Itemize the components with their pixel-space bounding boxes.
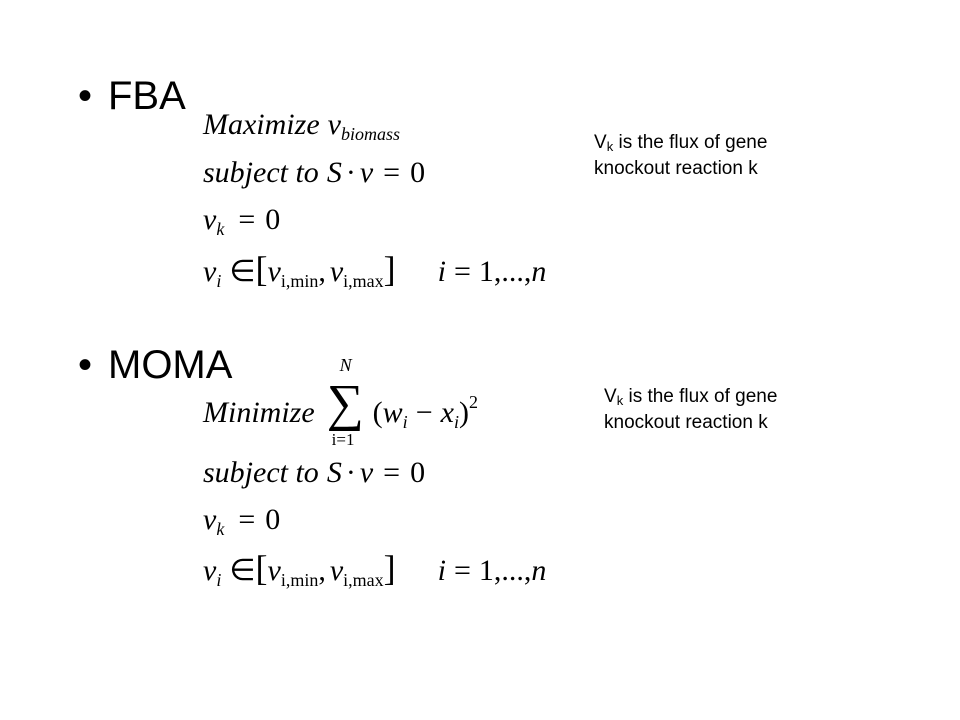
- fba-objective-verb: Maximize: [203, 108, 320, 141]
- moma-w: w: [382, 396, 403, 429]
- moma-bounds-lo-sub: i,min: [280, 570, 319, 590]
- fba-knockout-eq: =: [238, 203, 256, 236]
- fba-mass-eq: =: [383, 156, 401, 189]
- moma-power: 2: [468, 392, 478, 412]
- moma-bounds-in: ∈: [229, 554, 256, 587]
- bullet-fba-label: FBA: [108, 74, 186, 118]
- fba-bounds-index-eq: =: [454, 255, 471, 288]
- moma-w-sub: i: [402, 412, 408, 432]
- moma-close-paren: ): [458, 396, 469, 429]
- moma-knockout-zero: 0: [265, 503, 281, 536]
- fba-bounds-index-range: 1,...,: [478, 255, 532, 288]
- fba-knockout-zero: 0: [265, 203, 281, 236]
- note-moma-line1: Vk is the flux of gene: [604, 384, 777, 410]
- fba-bounds-index-var: i: [437, 255, 446, 288]
- moma-bounds-close: ]: [383, 548, 396, 588]
- moma-constraint-knockout: vk = 0: [203, 503, 281, 539]
- fba-mass-dot: ·: [345, 156, 356, 189]
- moma-mass-text: subject to: [203, 456, 319, 489]
- moma-bounds-index-eq: =: [454, 554, 471, 587]
- fba-constraint-knockout: vk = 0: [203, 203, 281, 239]
- moma-x: x: [440, 396, 454, 429]
- fba-bounds-sub: i: [216, 271, 222, 291]
- moma-bounds-index-var: i: [437, 554, 446, 587]
- moma-bounds-hi-var: v: [329, 554, 344, 587]
- fba-bounds-lo-var: v: [267, 255, 281, 288]
- moma-bounds-open: [: [255, 548, 268, 588]
- note-fba-line1-rest: is the flux of gene: [613, 132, 768, 153]
- moma-knockout-eq: =: [238, 503, 256, 536]
- note-fba-var: V: [594, 132, 607, 153]
- note-fba-line2: knockout reaction k: [594, 158, 758, 179]
- bullet-dot: •: [78, 74, 93, 118]
- moma-objective-verb: Minimize: [203, 396, 315, 429]
- moma-mass-zero: 0: [410, 456, 426, 489]
- moma-mass-S: S: [326, 456, 342, 489]
- fba-knockout-sub: k: [216, 219, 225, 239]
- fba-bounds-hi-var: v: [329, 255, 344, 288]
- fba-bounds-var: v: [203, 255, 217, 288]
- fba-bounds-hi-sub: i,max: [343, 271, 384, 291]
- moma-sum-upper: N: [339, 355, 352, 375]
- moma-bounds-hi-sub: i,max: [343, 570, 384, 590]
- bullet-fba: • FBA: [78, 76, 186, 116]
- note-fba: Vk is the flux of gene knockout reaction…: [594, 130, 767, 182]
- moma-sum-lower: i=1: [331, 430, 355, 449]
- note-moma-line1-rest: is the flux of gene: [623, 386, 778, 407]
- fba-bounds-lo-sub: i,min: [280, 271, 319, 291]
- fba-mass-zero: 0: [410, 156, 426, 189]
- moma-knockout-sub: k: [216, 519, 225, 539]
- moma-sum-sigma: ∑: [326, 375, 364, 432]
- fba-bounds-close: ]: [383, 249, 396, 289]
- moma-x-sub: i: [453, 412, 459, 432]
- fba-mass-S: S: [326, 156, 342, 189]
- fba-objective-sub: biomass: [340, 124, 400, 144]
- moma-minus: −: [415, 396, 433, 429]
- moma-constraint-bounds: vi∈[vi,min,vi,max]i=1,...,n: [203, 550, 547, 589]
- note-moma-sub: k: [616, 393, 624, 408]
- moma-knockout-var: v: [203, 503, 217, 536]
- fba-knockout-var: v: [203, 203, 217, 236]
- moma-sum: N∑i=1: [327, 356, 367, 448]
- fba-bounds-in: ∈: [229, 255, 256, 288]
- fba-objective-var: v: [327, 108, 341, 141]
- note-moma: Vk is the flux of gene knockout reaction…: [604, 384, 777, 436]
- bullet-moma: • MOMA: [78, 345, 232, 385]
- moma-mass-eq: =: [383, 456, 401, 489]
- moma-mass-v: v: [359, 456, 374, 489]
- note-fba-line1: Vk is the flux of gene: [594, 130, 767, 156]
- moma-bounds-index-range: 1,...,: [478, 554, 532, 587]
- moma-bounds-sub: i: [216, 570, 222, 590]
- moma-bounds-comma: ,: [318, 554, 326, 587]
- fba-bounds-open: [: [255, 249, 268, 289]
- moma-mass-dot: ·: [345, 456, 356, 489]
- fba-mass-text: subject to: [203, 156, 319, 189]
- moma-open-paren: (: [372, 396, 383, 429]
- note-moma-var: V: [604, 386, 617, 407]
- moma-bounds-var: v: [203, 554, 217, 587]
- fba-mass-v: v: [359, 156, 374, 189]
- moma-bounds-index-n: n: [531, 554, 547, 587]
- moma-bounds-lo-var: v: [267, 554, 281, 587]
- bullet-moma-label: MOMA: [108, 343, 233, 387]
- fba-bounds-index-n: n: [531, 255, 547, 288]
- note-fba-sub: k: [606, 139, 614, 154]
- fba-constraint-bounds: vi∈[vi,min,vi,max]i=1,...,n: [203, 251, 547, 290]
- note-moma-line2: knockout reaction k: [604, 412, 768, 433]
- fba-bounds-comma: ,: [318, 255, 326, 288]
- bullet-dot: •: [78, 343, 93, 387]
